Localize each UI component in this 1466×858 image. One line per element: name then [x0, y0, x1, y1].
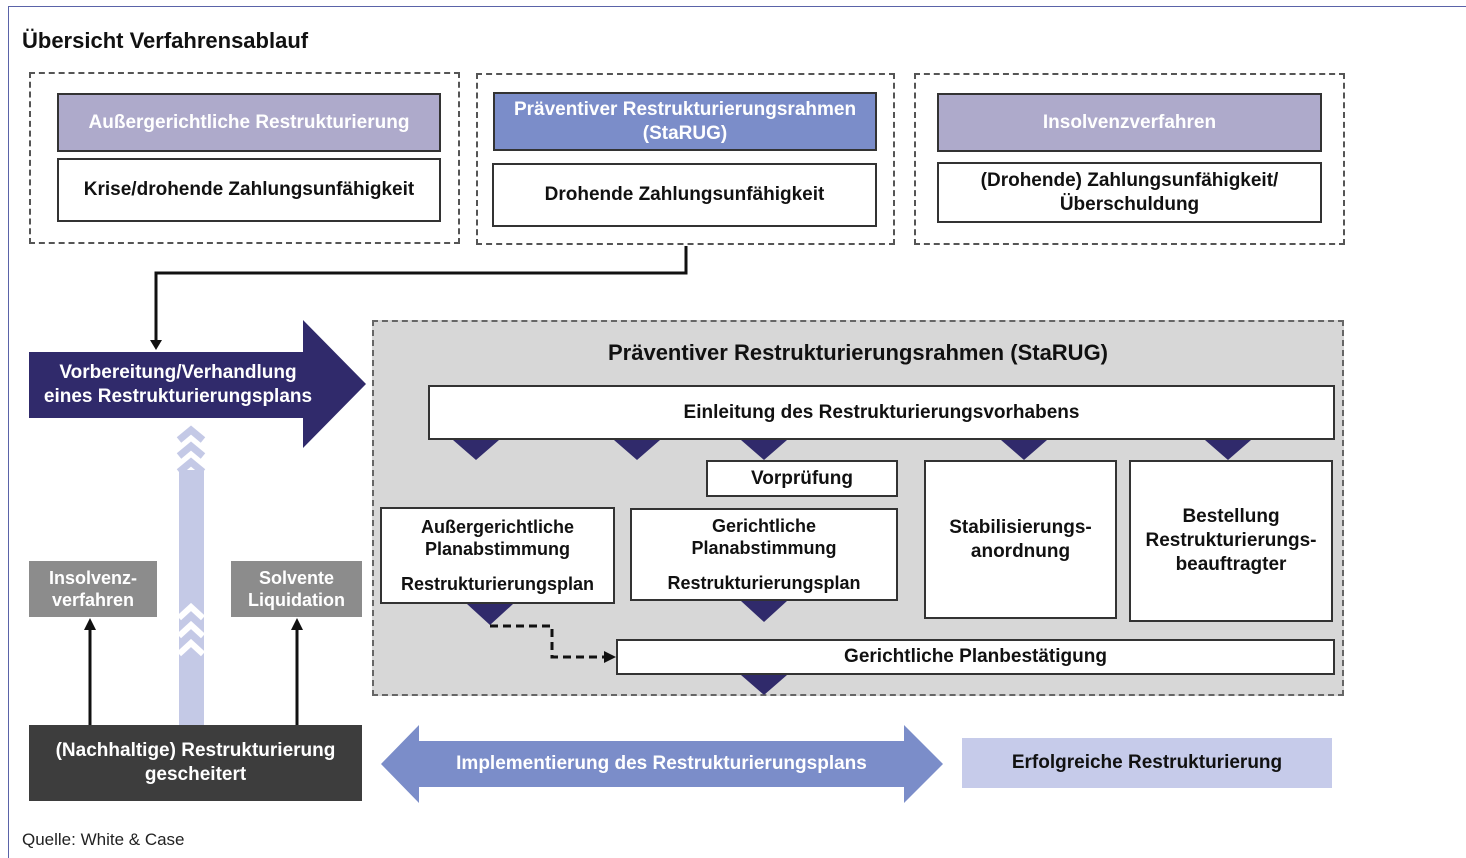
dashed-connector	[490, 624, 606, 659]
condition-starug: Drohende Zahlungsunfähigkeit	[492, 163, 877, 227]
court-vote-box: Gerichtliche Planabstimmung Restrukturie…	[630, 508, 898, 601]
prep-arrow-shape	[29, 320, 366, 448]
triangle-confirmation	[741, 675, 787, 695]
appointment-box: Bestellung Restrukturierungs-beauftragte…	[1129, 460, 1333, 622]
prep-arrow-label: Vorbereitung/Verhandlung eines Restruktu…	[43, 362, 313, 407]
chevron-stack-top	[176, 425, 206, 475]
court-vote-sub: Restrukturierungsplan	[667, 572, 861, 593]
restructuring-failed-box: (Nachhaltige) Restrukturierung gescheite…	[29, 725, 362, 801]
implementation-label: Implementierung des Restrukturierungspla…	[456, 753, 867, 775]
implementation-arrow-shape	[381, 725, 943, 803]
header-starug: Präventiver Restrukturierungsrahmen (Sta…	[493, 92, 877, 151]
frame-top-line	[8, 6, 1466, 7]
court-vote-title: Gerichtliche Planabstimmung	[691, 515, 837, 559]
initiation-down-triangles	[453, 440, 1251, 460]
solvent-liquidation-box: Solvente Liquidation	[231, 561, 362, 617]
chevron-stack-bottom	[176, 602, 206, 657]
condition-insolvency: (Drohende) Zahlungsunfähigkeit/ Überschu…	[937, 162, 1322, 223]
success-box: Erfolgreiche Restrukturierung	[962, 738, 1332, 788]
stabilization-order-box: Stabilisierungs-anordnung	[924, 460, 1117, 619]
column-out-of-court	[29, 72, 460, 244]
frame-left-line	[8, 6, 9, 858]
header-out-of-court: Außergerichtliche Restrukturierung	[57, 93, 441, 152]
insolvency-procedure-box: Insolvenz-verfahren	[29, 561, 157, 617]
out-of-court-vote-box: Außergerichtliche Planabstimmung Restruk…	[380, 507, 615, 604]
condition-out-of-court: Krise/drohende Zahlungsunfähigkeit	[57, 158, 441, 222]
page-title: Übersicht Verfahrensablauf	[22, 28, 309, 53]
header-insolvency: Insolvenzverfahren	[937, 93, 1322, 152]
column-starug	[476, 73, 895, 245]
out-of-court-vote-title: Außergerichtliche Planabstimmung	[420, 516, 575, 560]
preliminary-check-box: Vorprüfung	[706, 460, 898, 497]
source-note: Quelle: White & Case	[22, 830, 185, 849]
out-of-court-vote-sub: Restrukturierungsplan	[400, 573, 595, 594]
triangle-court-vote	[741, 601, 787, 622]
initiation-bar: Einleitung des Restrukturierungsvorhaben…	[428, 385, 1335, 440]
connector-starug-to-prep	[154, 246, 688, 342]
plan-confirmation-bar: Gerichtliche Planbestätigung	[616, 639, 1335, 675]
triangle-out-of-court	[467, 604, 513, 625]
panel-title: Präventiver Restrukturierungsrahmen (Sta…	[607, 340, 1109, 365]
connector-arrowhead	[150, 340, 162, 350]
column-insolvency	[914, 73, 1345, 245]
vertical-upward-band	[179, 470, 204, 725]
